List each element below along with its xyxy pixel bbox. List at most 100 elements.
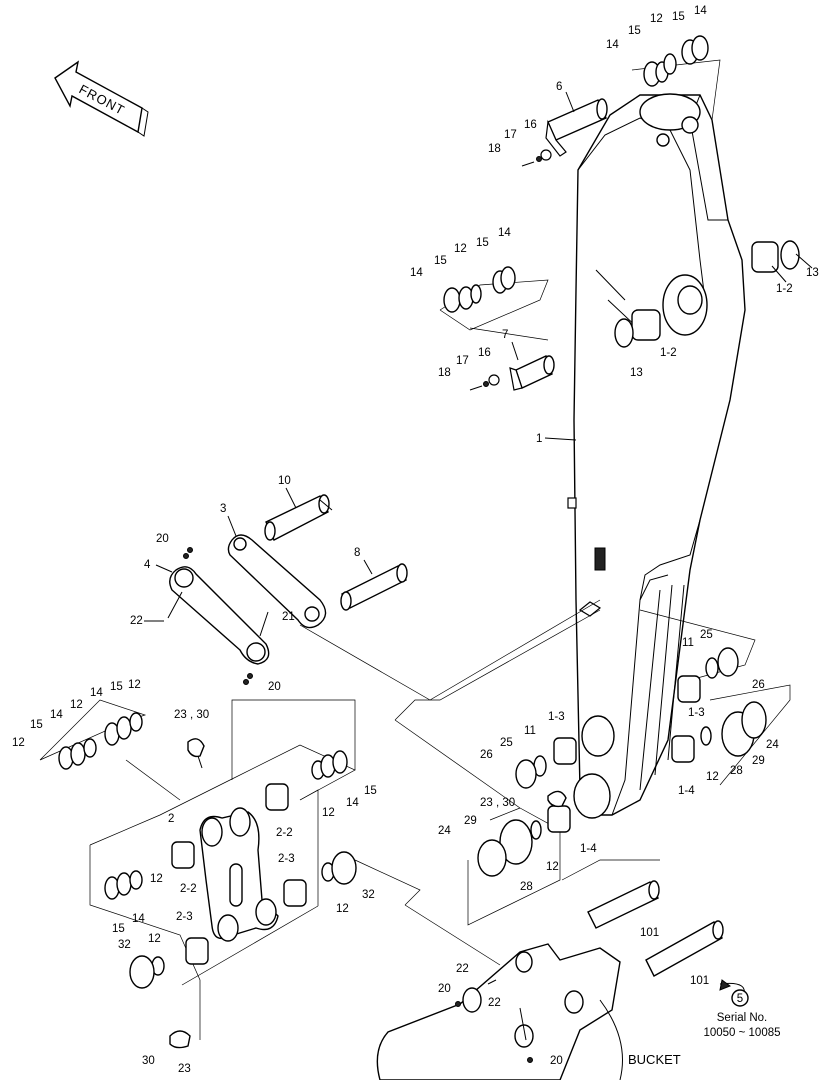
callout-14-upper-a: 14 [410, 267, 423, 279]
callout-28-left: 28 [520, 881, 533, 893]
callout-26-right: 26 [752, 679, 765, 691]
callout-15-left-a: 15 [30, 719, 43, 731]
callout-21: 21 [282, 611, 295, 623]
pin-10 [264, 494, 333, 541]
callout-12-left-c: 12 [12, 737, 25, 749]
callout-14-left-a: 14 [50, 709, 63, 721]
bucket [376, 943, 623, 1080]
callout-11-left: 11 [524, 725, 536, 737]
arm-tip-bushings [477, 647, 767, 877]
callout-1-2-right: 1-2 [776, 283, 793, 295]
bushing-1-2-upper [751, 240, 800, 273]
bucket-pins-101 [587, 880, 724, 977]
callout-12-link-b: 12 [150, 873, 163, 885]
callout-6: 6 [556, 81, 562, 93]
callout-32-link: 32 [362, 889, 375, 901]
callout-25-left: 25 [500, 737, 513, 749]
callout-15-upper-b: 15 [476, 237, 489, 249]
serial-label: Serial No. [717, 1012, 768, 1024]
bushing-1-2-lower [614, 309, 661, 348]
callout-30: 30 [142, 1055, 155, 1067]
callout-20-c: 20 [438, 983, 451, 995]
bushings-link [129, 783, 357, 989]
callout-2-2-a: 2-2 [276, 827, 293, 839]
callout-1-3-right: 1-3 [688, 707, 705, 719]
callout-14-left-b: 14 [90, 687, 103, 699]
callout-12-upper: 12 [454, 243, 467, 255]
callout-15-top-b: 15 [672, 11, 685, 23]
callout-22-c: 22 [488, 997, 501, 1009]
callout-14-link-b: 14 [132, 913, 145, 925]
front-direction-arrow: FRONT [54, 60, 149, 137]
callout-29-right: 29 [752, 755, 765, 767]
callout-25-right: 25 [700, 629, 713, 641]
callout-1: 1 [536, 433, 542, 445]
callout-10: 10 [278, 475, 291, 487]
callout-22-a: 22 [130, 615, 143, 627]
callout-1-2-left: 1-2 [660, 347, 677, 359]
callout-20-a: 20 [156, 533, 169, 545]
callout-4: 4 [144, 559, 151, 571]
label-leaders [144, 91, 813, 622]
pin-6 [521, 98, 608, 167]
callout-18-upper: 18 [438, 367, 451, 379]
grease-fittings [169, 738, 567, 1049]
callout-3: 3 [220, 503, 226, 515]
callout-101-b: 101 [690, 975, 709, 987]
pin-8 [340, 563, 408, 611]
callout-1-3-left: 1-3 [548, 711, 565, 723]
callout-14-top-b: 14 [694, 5, 707, 17]
callout-7: 7 [502, 329, 508, 341]
callout-16-upper: 16 [478, 347, 491, 359]
callout-2-3-a: 2-3 [278, 853, 295, 865]
callout-13-right: 13 [806, 267, 819, 279]
callout-12-link-d: 12 [148, 933, 161, 945]
callout-14-link-a: 14 [346, 797, 359, 809]
pin-7 [469, 355, 555, 391]
callout-15-upper-a: 15 [434, 255, 447, 267]
arm-body [567, 93, 746, 819]
serial-ref-number: 5 [737, 993, 743, 1005]
callout-8: 8 [354, 547, 360, 559]
callout-15-left-b: 15 [110, 681, 123, 693]
leader-lines [39, 59, 791, 1040]
callout-17-upper: 17 [456, 355, 469, 367]
callout-12-link-a: 12 [322, 807, 335, 819]
callout-15-top-a: 15 [628, 25, 641, 37]
link-4 [167, 547, 270, 685]
callout-15-link-a: 15 [364, 785, 377, 797]
callout-23: 23 [178, 1063, 191, 1075]
callout-15-link-b: 15 [112, 923, 125, 935]
callout-1-4-right: 1-4 [678, 785, 695, 797]
callout-18-top: 18 [488, 143, 501, 155]
shim-stack-upper [443, 266, 516, 313]
callout-2: 2 [168, 813, 174, 825]
callout-32-left: 32 [118, 939, 131, 951]
callout-14-upper-b: 14 [498, 227, 511, 239]
shim-stack-link-left [104, 870, 143, 900]
callout-12-link-c: 12 [336, 903, 349, 915]
callout-2-2-b: 2-2 [180, 883, 197, 895]
callout-24-right: 24 [766, 739, 779, 751]
link-2 [199, 807, 279, 942]
callout-101-a: 101 [640, 927, 659, 939]
callout-22-b: 22 [456, 963, 469, 975]
side-link-3 [227, 534, 327, 629]
callout-12-tip-a: 12 [706, 771, 719, 783]
callout-12-left-a: 12 [70, 699, 83, 711]
callout-16-top: 16 [524, 119, 537, 131]
callout-12-top: 12 [650, 13, 663, 25]
callout-24-left: 24 [438, 825, 451, 837]
serial-range: 10050 ~ 10085 [703, 1027, 780, 1039]
callout-2-3-b: 2-3 [176, 911, 193, 923]
callout-12-tip-b: 12 [546, 861, 559, 873]
shim-stack-top [643, 35, 709, 87]
callout-29-left: 29 [464, 815, 477, 827]
shim-stack-link-right [311, 750, 348, 780]
bucket-label: BUCKET [628, 1052, 681, 1067]
callout-12-left-b: 12 [128, 679, 141, 691]
callout-17-top: 17 [504, 129, 517, 141]
callout-14-top-a: 14 [606, 39, 619, 51]
callout-1-4-left: 1-4 [580, 843, 597, 855]
